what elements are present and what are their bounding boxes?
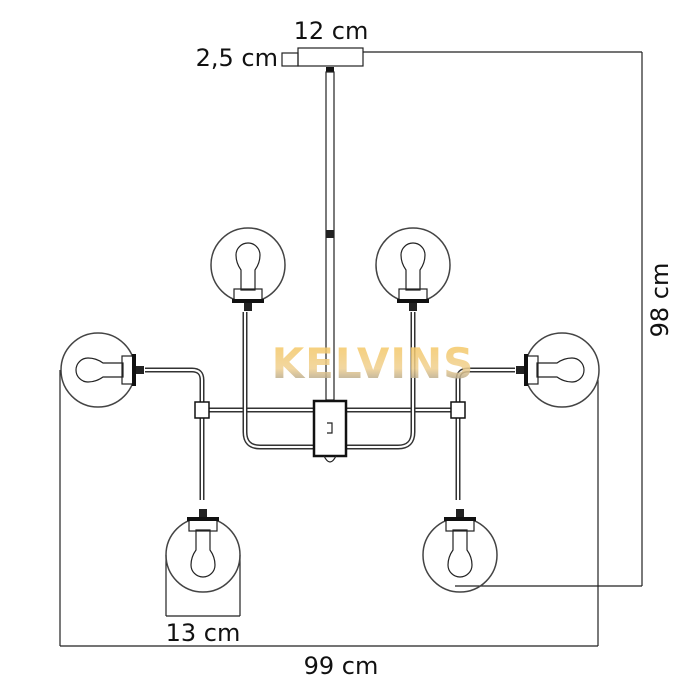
arm-joint [194,401,210,419]
dimension-lines [59,51,643,647]
arm-tube [145,367,205,500]
arm-joint [450,401,466,419]
globe-lamp [422,509,498,593]
central-hub [312,399,348,463]
globe-lamp [60,332,144,408]
arm-tube [455,367,515,500]
bulb-icon [75,357,124,383]
bulb-icon [235,242,261,291]
globe-diameter-label: 13 cm [166,619,241,647]
globe-lamp [210,227,286,311]
canopy [281,47,364,72]
bulb-icon [536,357,585,383]
globe-lamp [375,227,451,311]
canopy-height-label: 2,5 cm [196,44,278,72]
bulb-icon [400,242,426,291]
canopy-width-label: 12 cm [294,17,369,45]
total-height-label: 98 cm [646,263,674,338]
bulb-icon [447,529,473,578]
bulb-icon [190,529,216,578]
globe-lamp [516,332,600,408]
watermark-logo: KELVINS [272,339,475,388]
globes [60,227,600,593]
total-width-label: 99 cm [304,652,379,680]
globe-lamp [165,509,241,593]
